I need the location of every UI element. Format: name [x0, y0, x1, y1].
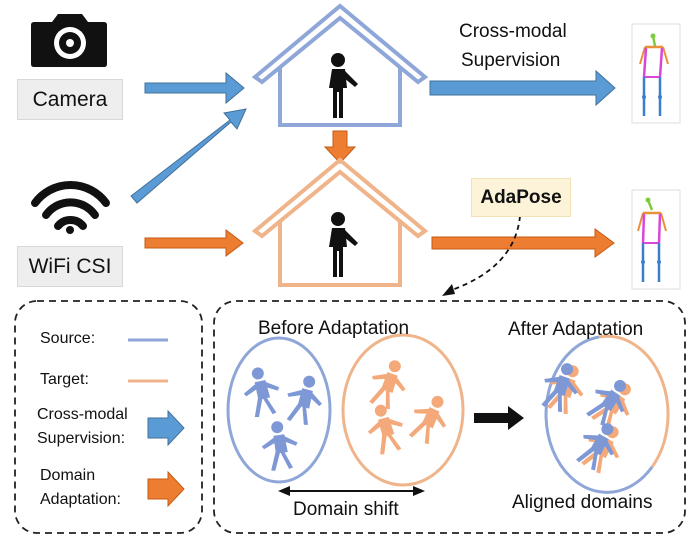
wifi-label: WiFi CSI	[17, 246, 123, 287]
source-house	[251, 3, 429, 127]
supervision-arrow	[429, 69, 616, 107]
domain-shift-label: Domain shift	[293, 499, 399, 520]
before-adaptation-title: Before Adaptation	[258, 318, 410, 339]
person-icon	[329, 53, 358, 118]
legend-cross-modal-line1: Cross-modal	[37, 406, 128, 423]
camera-icon	[31, 14, 107, 67]
aligned-person-icon	[535, 357, 644, 479]
legend-cross-modal-line2: Supervision:	[37, 430, 126, 447]
adapose-connector	[442, 215, 521, 296]
skeleton-output-bottom	[631, 189, 681, 290]
legend-source-label: Source:	[40, 330, 96, 347]
legend-adaptation-arrow	[147, 470, 185, 508]
skeleton-output-top	[631, 23, 681, 124]
wifi-to-target-house-arrow	[144, 228, 244, 258]
wifi-to-source-house-arrow	[130, 108, 247, 204]
source-person-icon	[238, 363, 329, 473]
supervision-label-line1: Cross-modal	[459, 21, 567, 42]
wifi-icon	[31, 181, 110, 234]
aligned-domains-label: Aligned domains	[512, 492, 653, 513]
target-person-icon	[361, 354, 457, 457]
domain-shift-arrow	[278, 486, 425, 496]
person-icon	[329, 212, 358, 277]
source-domain-ellipse	[226, 336, 332, 484]
method-name-badge: AdaPose	[471, 178, 571, 217]
target-domain-ellipse	[341, 333, 465, 487]
legend-target-label: Target:	[40, 371, 89, 388]
transition-arrow	[474, 406, 524, 430]
after-adaptation-title: After Adaptation	[508, 319, 644, 340]
camera-to-house-arrow	[144, 71, 245, 105]
legend-domain-adapt-line2: Adaptation:	[40, 491, 121, 508]
camera-label: Camera	[17, 79, 123, 120]
target-house	[251, 157, 429, 287]
legend-domain-adapt-line1: Domain	[40, 467, 96, 484]
adaptation-panel	[213, 300, 686, 534]
legend-panel	[14, 300, 203, 534]
house-to-house-arrow	[323, 130, 357, 164]
aligned-domain-ellipse	[544, 334, 670, 494]
adaptation-output-arrow	[431, 228, 615, 258]
supervision-label-line2: Supervision	[461, 50, 561, 71]
legend-supervision-arrow	[147, 409, 185, 447]
